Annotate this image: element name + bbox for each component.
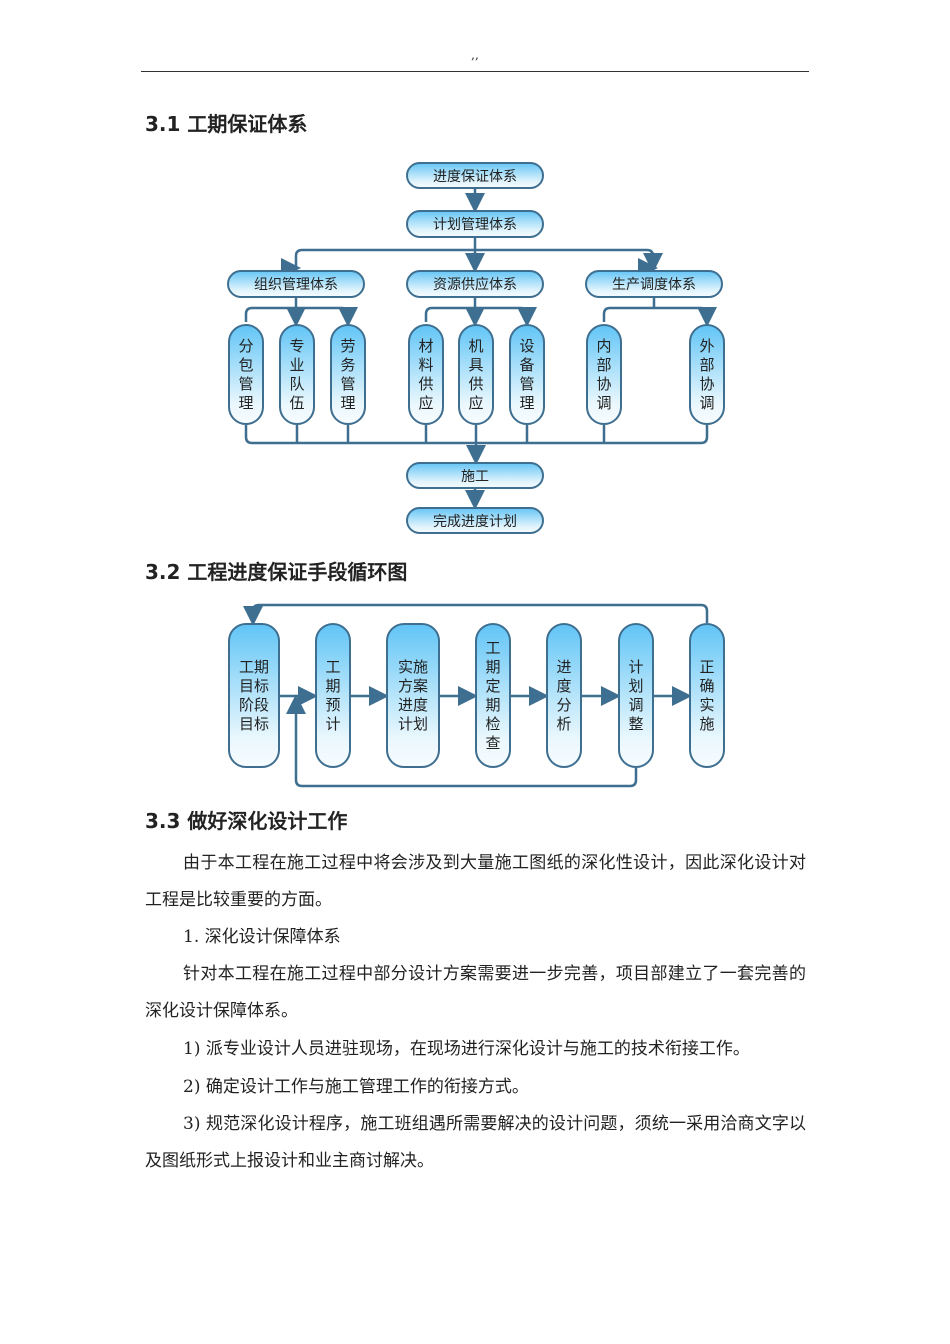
leaf-node: 劳务管理 [330,324,366,425]
cycle-step: 正确实施 [689,623,725,768]
node-resource-supply: 资源供应体系 [406,270,544,298]
leaf-node: 材料供应 [408,324,444,425]
cycle-step: 计划调整 [618,623,654,768]
body-paragraph: 针对本工程在施工过程中部分设计方案需要进一步完善，项目部建立了一套完善的深化设计… [145,964,806,1021]
leaf-node: 专业队伍 [279,324,315,425]
list-item: 2) 确定设计工作与施工管理工作的衔接方式。 [183,1077,529,1097]
leaf-node: 设备管理 [509,324,545,425]
leaf-node: 外部协调 [689,324,725,425]
leaf-node: 内部协调 [586,324,622,425]
section-heading-3-1: 3.1 工期保证体系 [145,112,308,136]
list-item: 1) 派专业设计人员进驻现场，在现场进行深化设计与施工的技术衔接工作。 [183,1039,750,1059]
cycle-connectors [243,603,709,788]
node-construction: 施工 [406,462,544,489]
leaf-node: 机具供应 [458,324,494,425]
node-complete-plan: 完成进度计划 [406,507,544,534]
list-item: 3) 规范深化设计程序，施工班组遇所需要解决的设计问题，须统一采用洽商文字以及图… [145,1114,806,1171]
section-heading-3-3: 3.3 做好深化设计工作 [145,809,348,833]
diagram-connectors [244,189,950,510]
page-header: ,, [471,48,479,62]
cycle-step: 进度分析 [546,623,582,768]
node-plan-management: 计划管理体系 [406,210,544,238]
node-schedule-assurance: 进度保证体系 [406,162,544,189]
section-heading-3-2: 3.2 工程进度保证手段循环图 [145,560,408,584]
body-subheading: 1. 深化设计保障体系 [183,927,341,947]
node-production-dispatch: 生产调度体系 [585,270,723,298]
node-organization: 组织管理体系 [227,270,365,298]
cycle-step: 工期目标阶段目标 [228,623,280,768]
cycle-step: 工期定期检查 [475,623,511,768]
cycle-step: 工期预计 [315,623,351,768]
cycle-step: 实施方案进度计划 [386,623,440,768]
body-paragraph: 由于本工程在施工过程中将会涉及到大量施工图纸的深化性设计，因此深化设计对工程是比… [145,853,806,910]
header-rule [141,71,809,72]
leaf-node: 分包管理 [228,324,264,425]
